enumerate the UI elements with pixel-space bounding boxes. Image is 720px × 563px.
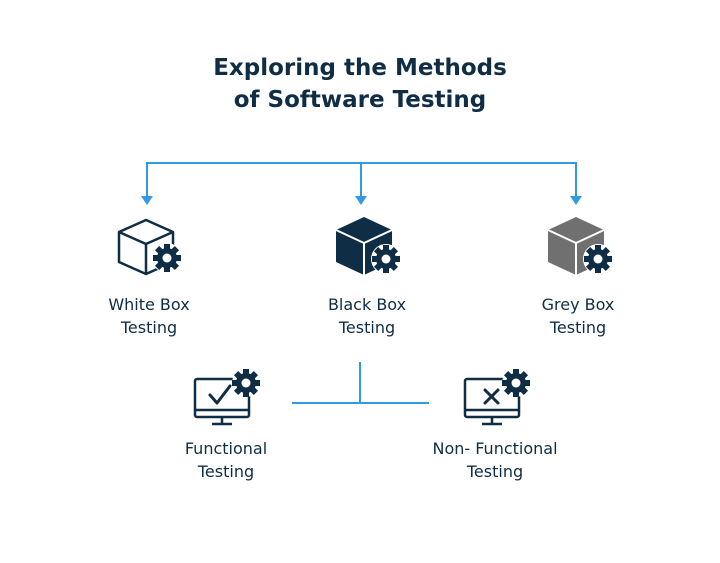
arrow-black-box xyxy=(355,196,367,205)
black-box-node xyxy=(328,212,408,286)
functional-node xyxy=(190,366,265,432)
grey-box-label: Grey Box Testing xyxy=(541,295,615,337)
arrow-white-box xyxy=(141,196,153,205)
grey-cube-gear-icon xyxy=(547,217,613,275)
grey-box-node xyxy=(540,212,620,286)
title-line-2: of Software Testing xyxy=(233,87,487,113)
non-functional-node xyxy=(460,366,535,432)
title-line-1: Exploring the Methods xyxy=(213,55,507,81)
black-cube-gear-icon xyxy=(335,217,401,275)
non-functional-label: Non- Functional Testing xyxy=(432,439,558,481)
monitor-check-gear-icon xyxy=(193,369,260,426)
white-box-label: White Box Testing xyxy=(108,295,190,337)
functional-label: Functional Testing xyxy=(184,439,268,481)
white-cube-gear-icon xyxy=(117,218,182,276)
monitor-cross-gear-icon xyxy=(463,369,530,426)
arrow-grey-box xyxy=(570,196,582,205)
diagram-title: Exploring the Methods of Software Testin… xyxy=(0,52,720,116)
black-box-label: Black Box Testing xyxy=(327,295,407,337)
white-box-node xyxy=(110,212,190,286)
